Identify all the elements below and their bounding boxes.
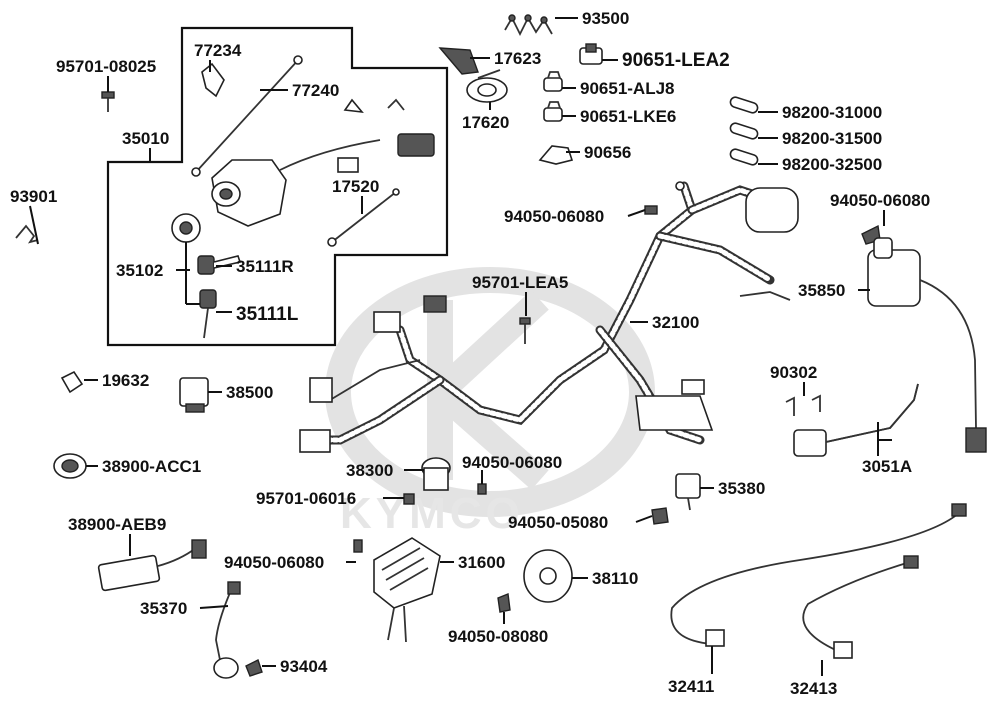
switch-part-38300: [421, 457, 451, 491]
label-90651-alj8: 90651-ALJ8: [580, 79, 675, 98]
part-number-labels: 93500 17623 90651-LEA2 77234 95701-08025…: [10, 9, 930, 698]
label-90656: 90656: [584, 143, 631, 162]
ignition-group-outline: [106, 26, 449, 347]
main-harness-part-32100: [299, 181, 799, 453]
label-38110: 38110: [592, 569, 638, 588]
label-31600: 31600: [458, 553, 505, 572]
sensor-part-35370: [213, 581, 241, 679]
watermark-text: KYMCO: [340, 489, 524, 538]
label-19632: 19632: [102, 371, 149, 390]
bolt-part-94050-06080-upper: [644, 205, 658, 215]
label-35850: 35850: [798, 281, 845, 300]
bolt-part-93404: [245, 659, 263, 677]
label-32100: 32100: [652, 313, 699, 332]
label-35010: 35010: [122, 129, 169, 148]
label-98200-31500: 98200-31500: [782, 129, 882, 148]
cylinder-cover-part-17623: [438, 47, 479, 75]
socket-part-38900-acc1: [53, 453, 87, 479]
label-38300: 38300: [346, 461, 393, 480]
watermark-k: [427, 290, 549, 490]
horn-part-38110: [523, 549, 573, 603]
label-77240: 77240: [292, 81, 339, 100]
clip-part-90656: [538, 145, 574, 165]
ignition-coil-part-35850: [867, 237, 987, 453]
label-3051a: 3051A: [862, 457, 912, 476]
sensor-part-35380: [675, 473, 701, 511]
label-93500: 93500: [582, 9, 629, 28]
clip-part-90651-alj8: [543, 71, 563, 92]
label-93404: 93404: [280, 657, 328, 676]
label-35102: 35102: [116, 261, 163, 280]
label-95701-06016: 95701-06016: [256, 489, 356, 508]
label-38900-aeb9: 38900-AEB9: [68, 515, 166, 534]
screw-part-95701-06016: [403, 493, 415, 505]
regulator-part-31600: [373, 537, 441, 643]
label-94050-05080: 94050-05080: [508, 513, 608, 532]
bolt-part-94050-06080-lower: [353, 539, 363, 553]
label-35111r: 35111R: [236, 257, 294, 276]
bracket-part-77234: [201, 62, 225, 98]
cylinder-part-17620: [466, 69, 508, 103]
relay-part-38500: [179, 377, 209, 413]
battery-cable-part-32411: [670, 503, 967, 647]
label-35380: 35380: [718, 479, 765, 498]
bolt-part-94050-05080: [651, 507, 669, 525]
label-98200-31000: 98200-31000: [782, 103, 882, 122]
label-94050-08080: 94050-08080: [448, 627, 548, 646]
fuse-part-98200-32500: [729, 148, 759, 166]
clip-part-90651-lke6: [543, 101, 563, 122]
label-38500: 38500: [226, 383, 273, 402]
cap-part-35102: [171, 213, 201, 243]
battery-cable-part-32413: [802, 555, 919, 659]
label-35370: 35370: [140, 599, 187, 618]
label-90651-lea2: 90651-LEA2: [622, 50, 730, 71]
label-90651-lke6: 90651-LKE6: [580, 107, 676, 126]
label-94050-06080-right: 94050-06080: [830, 191, 930, 210]
label-90302: 90302: [770, 363, 817, 382]
module-part-38900-aeb9: [97, 539, 207, 592]
wire-clip-part-93500: [504, 14, 553, 37]
label-94050-06080-lower: 94050-06080: [224, 553, 324, 572]
fuse-part-98200-31500: [729, 122, 759, 140]
ignition-switch-part-35010: [211, 98, 435, 227]
cable-part-17520: [327, 188, 400, 247]
plug-cap-part-3051a: [793, 383, 919, 457]
clip-part-19632: [60, 370, 84, 394]
label-95701-08025: 95701-08025: [56, 57, 156, 76]
label-35111l: 35111L: [236, 304, 299, 325]
label-94050-06080-middle: 94050-06080: [462, 453, 562, 472]
label-17623: 17623: [494, 49, 541, 68]
clip-part-90651-lea2: [579, 43, 603, 65]
cable-part-77240: [191, 55, 303, 177]
bolt-part-95701-08025: [101, 91, 115, 112]
label-94050-06080-upper: 94050-06080: [504, 207, 604, 226]
key-part-35111l: [199, 289, 217, 339]
label-38900-acc1: 38900-ACC1: [102, 457, 201, 476]
clip-part-93901: [15, 224, 39, 244]
bolt-part-95701-lea5: [519, 317, 531, 344]
label-32413: 32413: [790, 679, 837, 698]
bolt-part-94050-08080: [497, 593, 511, 613]
label-98200-32500: 98200-32500: [782, 155, 882, 174]
label-32411: 32411: [668, 677, 714, 696]
bolt-part-94050-06080-middle: [477, 483, 487, 495]
label-93901: 93901: [10, 187, 57, 206]
bolt-part-90302: [785, 394, 821, 416]
leader-lines: [29, 17, 892, 676]
label-77234: 77234: [194, 41, 242, 60]
fuse-part-98200-31000: [729, 96, 759, 114]
label-17620: 17620: [462, 113, 509, 132]
label-95701-lea5: 95701-LEA5: [472, 273, 568, 292]
label-17520: 17520: [332, 177, 379, 196]
